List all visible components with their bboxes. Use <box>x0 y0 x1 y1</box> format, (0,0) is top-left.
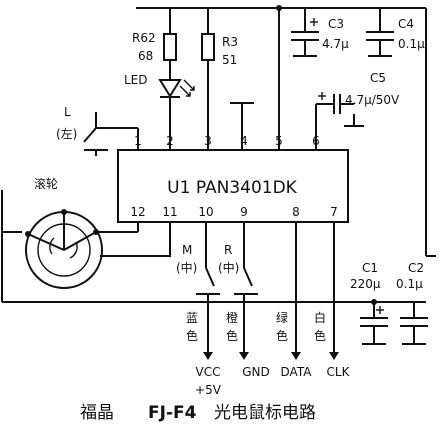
signal-vcc: VCC <box>196 365 221 379</box>
wire-green-1: 绿 <box>276 310 288 325</box>
wheel-label: 滚轮 <box>34 176 58 191</box>
c2-ref: C2 <box>408 261 424 275</box>
top-power-rail <box>136 7 427 256</box>
wire-orange-1: 橙 <box>226 310 238 325</box>
switch-middle: M (中) <box>176 222 220 302</box>
data-arrow <box>291 352 301 360</box>
signal-clk: CLK <box>327 365 351 379</box>
capacitor-c2: C2 0.1μ <box>396 261 428 345</box>
pin-7: 7 <box>330 205 338 219</box>
switch-left: L (左) <box>56 105 139 156</box>
junction-dot <box>276 5 282 11</box>
caption-prefix: 福晶 <box>80 403 114 423</box>
switch-middle-label: M <box>182 243 192 257</box>
junction-dot <box>371 299 377 305</box>
chip-label: U1 PAN3401DK <box>167 178 298 198</box>
switch-left-label: L <box>64 105 71 119</box>
capacitor-c5: C5 4.7μ/50V <box>315 71 400 150</box>
r3-value: 51 <box>222 53 237 67</box>
c1-ref: C1 <box>362 261 378 275</box>
c2-value: 0.1μ <box>396 277 423 291</box>
capacitor-c1: C1 220μ <box>350 261 388 345</box>
r62-value: 68 <box>138 49 153 63</box>
pin11-wire <box>100 222 171 257</box>
c4-value: 0.1μ <box>398 37 425 51</box>
caption-suffix: 光电鼠标电路 <box>214 403 316 423</box>
switch-right-label: R <box>224 243 232 257</box>
clk-arrow <box>329 352 339 360</box>
signal-vcc-voltage: +5V <box>195 383 222 397</box>
c3-value: 4.7μ <box>322 37 349 51</box>
gnd-arrow <box>239 352 249 360</box>
wire-white-2: 色 <box>314 329 326 343</box>
c5-value: 4.7μ/50V <box>345 93 400 107</box>
wire-blue-2: 色 <box>186 329 198 343</box>
wire-orange-2: 色 <box>226 329 238 343</box>
wire-green-2: 色 <box>276 329 288 343</box>
capacitor-c3: C3 4.7μ <box>291 8 349 57</box>
caption: 福晶 FJ-F4 光电鼠标电路 <box>80 403 316 423</box>
chip-u1: U1 PAN3401DK 1 2 3 4 5 6 12 11 10 9 8 7 <box>117 134 349 223</box>
wire-blue-1: 蓝 <box>186 311 198 325</box>
pin-12: 12 <box>130 205 145 219</box>
c3-ref: C3 <box>328 17 344 31</box>
resistor-r3: R3 51 <box>201 8 238 150</box>
pin-8: 8 <box>292 205 300 219</box>
c5-ref: C5 <box>370 71 386 85</box>
resistor-r62: R62 68 <box>132 8 177 80</box>
c1-value: 220μ <box>350 277 381 291</box>
signal-data: DATA <box>281 365 313 379</box>
switch-right: R (中) <box>218 222 258 302</box>
pin-11: 11 <box>162 205 177 219</box>
signal-gnd: GND <box>242 365 270 379</box>
ground-rail <box>1 190 436 303</box>
switch-middle-sublabel: (中) <box>176 260 197 275</box>
switch-right-sublabel: (中) <box>218 260 239 275</box>
pin-10: 10 <box>198 205 213 219</box>
pin-9: 9 <box>240 205 248 219</box>
pin4-ground <box>230 102 254 150</box>
wire-white-1: 白 <box>314 310 326 325</box>
r3-ref: R3 <box>222 35 238 49</box>
led-diode: LED <box>124 73 195 150</box>
switch-left-sublabel: (左) <box>56 126 77 141</box>
c4-ref: C4 <box>398 17 414 31</box>
vcc-arrow <box>203 352 213 360</box>
caption-model: FJ-F4 <box>148 403 197 423</box>
r62-ref: R62 <box>132 31 156 45</box>
scroll-wheel-encoder: 滚轮 <box>25 176 103 289</box>
capacitor-c4: C4 0.1μ <box>366 8 425 57</box>
led-label: LED <box>124 73 148 87</box>
pin-4: 4 <box>240 134 248 148</box>
